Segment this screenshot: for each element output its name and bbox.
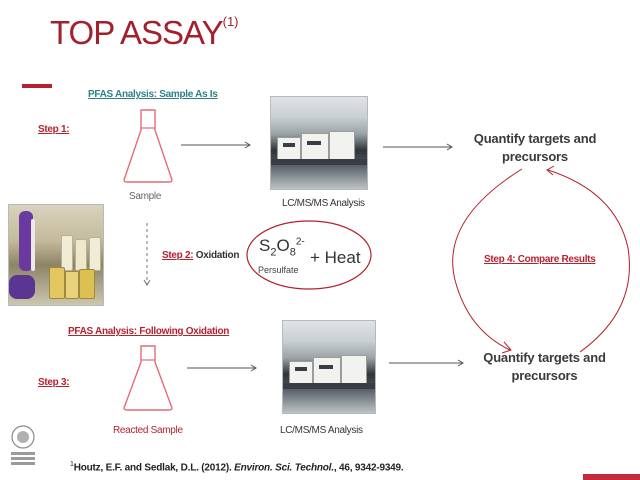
footnote-sup: 1 (70, 461, 74, 468)
flask-icon (123, 109, 173, 183)
formula-sub1: 2 (270, 246, 277, 259)
formula-sup: 2- (295, 236, 305, 248)
sample-caption: Sample (129, 191, 162, 202)
lcms-photo-1 (270, 96, 368, 190)
step1-label: Step 1: (38, 124, 70, 135)
footnote-rest: , 46, 9342-9349. (333, 462, 404, 474)
dashed-arrow-down (143, 223, 151, 286)
oxidation-ellipse (246, 220, 372, 290)
step1-heading: PFAS Analysis: Sample As Is (88, 89, 218, 100)
quantify-bottom-line1: Quantify targets and (483, 350, 606, 365)
footnote-authors: Houtz, E.F. and Sedlak, D.L. (2012). (73, 462, 232, 474)
step2: Step 2: Oxidation (162, 250, 239, 261)
accent-bar-left (22, 84, 52, 88)
persulfate-formula: S2O82- (259, 236, 305, 258)
lcms-photo-2 (282, 320, 376, 414)
footnote-journal: Environ. Sci. Technol. (234, 462, 334, 474)
arrow-reacted-to-lcms (187, 364, 257, 372)
quantify-top-line1: Quantify targets and (473, 131, 597, 146)
plus-heat: + Heat (310, 248, 361, 267)
step2-text: Oxidation (195, 250, 240, 261)
quantify-top: Quantify targets and precursors (465, 130, 605, 166)
lcms-caption-1: LC/MS/MS Analysis (282, 198, 365, 209)
seal-logo-icon (11, 425, 35, 465)
formula-o: O (276, 236, 290, 255)
persulfate-label: Persulfate (258, 265, 299, 275)
quantify-top-line2: precursors (502, 149, 568, 164)
compare-loop-arcs (452, 165, 630, 354)
step3-label: Step 3: (38, 377, 70, 388)
formula-sub2: 8 (289, 246, 296, 259)
reacted-flask-icon (123, 345, 173, 411)
arrow-lcms-to-quantify-bottom (389, 359, 464, 367)
arrow-sample-to-lcms (181, 141, 251, 149)
slide-title: TOP ASSAY(1) (50, 14, 239, 52)
footnote: 1Houtz, E.F. and Sedlak, D.L. (2012). En… (70, 461, 404, 474)
step2-label: Step 2: (162, 250, 194, 261)
quantify-bottom-line2: precursors (511, 368, 578, 383)
quantify-bottom: Quantify targets and precursors (472, 349, 617, 385)
lab-bench-photo (8, 204, 104, 306)
step4-label: Step 4: Compare Results (484, 254, 596, 265)
slide-title-superscript: (1) (222, 14, 239, 29)
lcms-caption-2: LC/MS/MS Analysis (280, 425, 363, 436)
slide-title-text: TOP ASSAY (50, 14, 224, 51)
arrow-lcms-to-quantify-top (383, 143, 453, 151)
step3-heading: PFAS Analysis: Following Oxidation (68, 326, 230, 337)
accent-bar-bottom (583, 474, 640, 480)
formula-s: S (259, 236, 271, 255)
reacted-sample-caption: Reacted Sample (113, 425, 183, 436)
